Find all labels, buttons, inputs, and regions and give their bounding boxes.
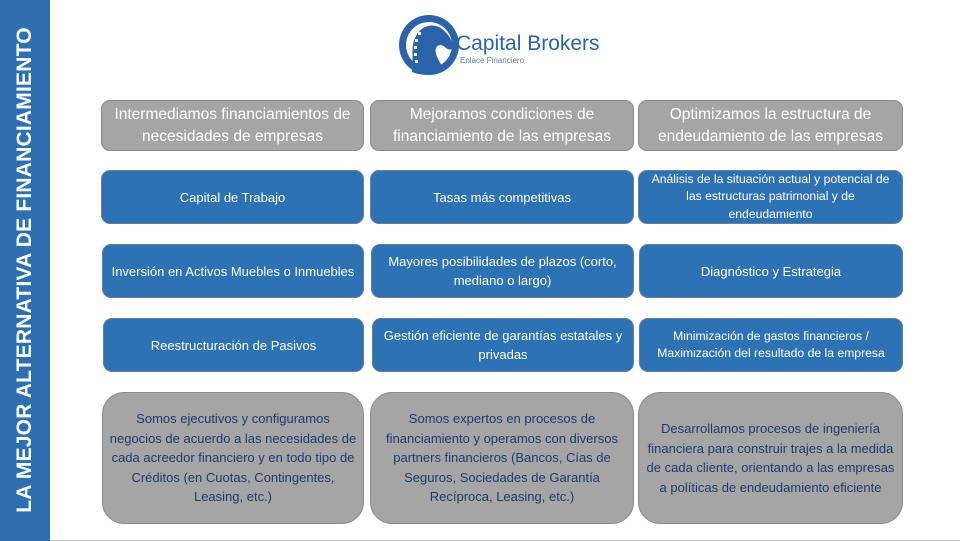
description-text: Somos expertos en procesos de financiami… [386, 411, 618, 505]
company-logo: Capital Brokers Enlace Financiero [398, 12, 608, 78]
item-text: Reestructuración de Pasivos [150, 337, 317, 353]
item-box: Reestructuración de Pasivos [103, 318, 364, 372]
item-box: Inversión en Activos Muebles o Inmuebles [102, 244, 364, 298]
column-header-text: Optimizamos la estructura de endeudamien… [658, 105, 883, 145]
item-text: Análisis de la situación actual y potenc… [651, 171, 890, 221]
item-box: Análisis de la situación actual y potenc… [638, 170, 903, 224]
column-header-1: Intermediamos financiamientos de necesid… [101, 100, 364, 151]
horse-head-icon [399, 15, 459, 75]
description-box: Somos ejecutivos y configuramos negocios… [102, 392, 364, 524]
item-box: Diagnóstico y Estrategia [639, 244, 903, 298]
logo-tagline: Enlace Financiero [460, 56, 525, 65]
sidebar-title: LA MEJOR ALTERNATIVA DE FINANCIAMIENTO [13, 27, 36, 513]
description-text: Somos ejecutivos y configuramos negocios… [109, 411, 357, 505]
item-box: Tasas más competitivas [370, 170, 634, 224]
item-box: Minimización de gastos financieros / Max… [639, 318, 903, 372]
item-text: Capital de Trabajo [179, 189, 286, 205]
item-box: Gestión eficiente de garantías estatales… [372, 318, 634, 372]
item-text: Minimización de gastos financieros / Max… [657, 328, 885, 361]
description-box: Somos expertos en procesos de financiami… [370, 392, 634, 524]
logo-name: Capital Brokers [456, 32, 600, 55]
description-box: Desarrollamos procesos de ingeniería fin… [638, 392, 903, 524]
item-text: Tasas más competitivas [433, 189, 571, 205]
item-text: Diagnóstico y Estrategia [700, 263, 842, 279]
description-text: Desarrollamos procesos de ingeniería fin… [646, 421, 895, 495]
item-text: Gestión eficiente de garantías estatales… [383, 328, 623, 362]
column-header-text: Mejoramos condiciones de financiamiento … [393, 105, 611, 145]
item-text: Mayores posibilidades de plazos (corto, … [388, 254, 617, 288]
item-box: Capital de Trabajo [101, 170, 364, 224]
column-header-3: Optimizamos la estructura de endeudamien… [638, 100, 903, 151]
column-header-text: Intermediamos financiamientos de necesid… [114, 105, 351, 145]
column-header-2: Mejoramos condiciones de financiamiento … [370, 100, 634, 151]
sidebar-banner: LA MEJOR ALTERNATIVA DE FINANCIAMIENTO [0, 0, 50, 541]
item-text: Inversión en Activos Muebles o Inmuebles [111, 263, 355, 279]
item-box: Mayores posibilidades de plazos (corto, … [371, 244, 634, 298]
